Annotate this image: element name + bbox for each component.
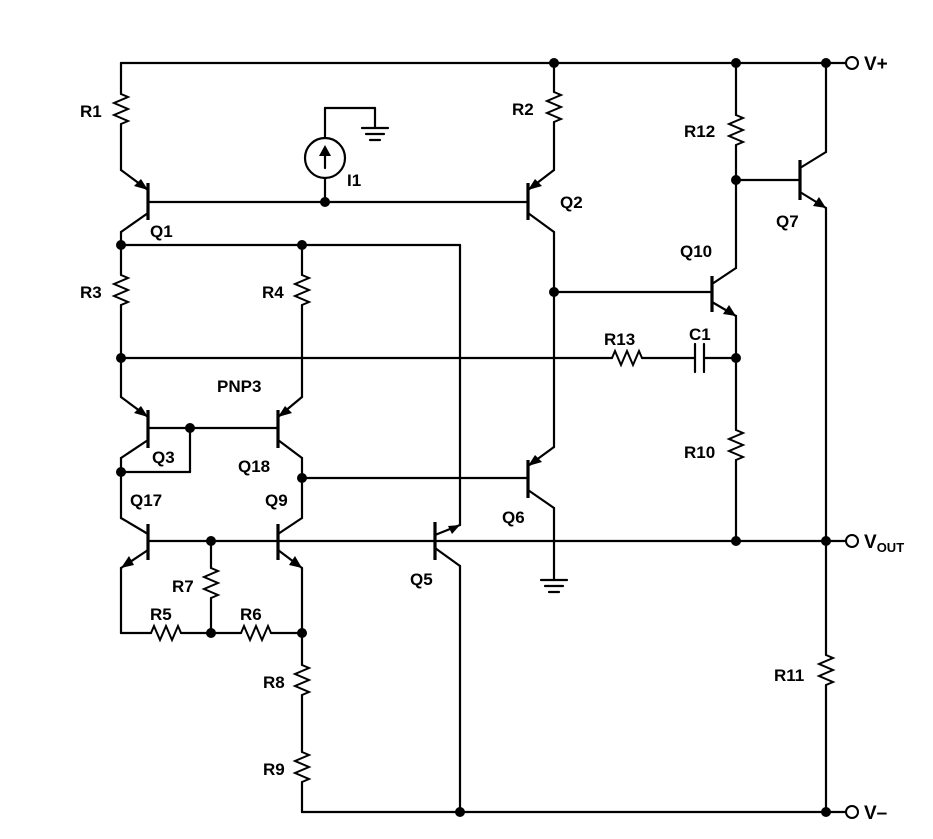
resistor-r11 (816, 654, 836, 814)
transistor-q1 (119, 168, 150, 247)
terminal-vout-label: VOUT (864, 532, 904, 555)
label-r3: R3 (80, 283, 102, 302)
resistor-r13 (611, 348, 697, 368)
label-q10: Q10 (680, 242, 712, 261)
component-labels: R1 R2 R3 R4 R5 R6 R7 R8 R9 R10 R11 R12 R… (80, 100, 804, 779)
label-q18: Q18 (238, 457, 270, 476)
label-r9: R9 (263, 760, 285, 779)
label-r4: R4 (262, 283, 284, 302)
resistor-r9 (292, 751, 312, 814)
label-q6: Q6 (502, 508, 525, 527)
label-r11: R11 (774, 666, 804, 685)
label-r7: R7 (172, 577, 194, 596)
label-q9: Q9 (265, 491, 288, 510)
label-r6: R6 (240, 605, 262, 624)
transistor-q3 (119, 395, 150, 474)
terminal-vout-main: V (864, 532, 877, 553)
label-r2: R2 (512, 100, 534, 119)
label-q7: Q7 (776, 212, 799, 231)
resistor-r12 (726, 61, 746, 270)
ground-icon (360, 126, 390, 142)
transistor-q17 (119, 470, 150, 635)
transistor-q7 (798, 61, 828, 657)
transistor-q6 (526, 445, 556, 582)
terminal-vplus: V+ (845, 54, 888, 75)
resistor-r8 (292, 631, 312, 754)
resistor-r10 (726, 429, 746, 543)
label-q1: Q1 (150, 222, 173, 241)
resistor-r4 (292, 243, 312, 399)
label-pnp3: PNP3 (217, 377, 261, 396)
terminal-vout-sub: OUT (877, 540, 905, 555)
label-r8: R8 (263, 673, 285, 692)
resistor-r3 (111, 243, 131, 399)
terminal-vminus: V– (845, 803, 887, 824)
resistor-r2 (544, 61, 564, 172)
label-c1: C1 (689, 325, 711, 344)
label-r5: R5 (150, 605, 172, 624)
label-q5: Q5 (410, 570, 433, 589)
current-source-i1 (303, 106, 377, 204)
resistor-r1 (111, 61, 131, 172)
terminal-vplus-label: V+ (864, 54, 888, 75)
terminal-vout: VOUT (845, 532, 904, 555)
label-r12: R12 (684, 122, 715, 141)
junction-dots (116, 58, 831, 817)
transistor-q2 (526, 168, 556, 449)
transistor-q18 (276, 395, 304, 480)
label-q17: Q17 (130, 491, 162, 510)
terminal-vminus-label: V– (864, 803, 887, 824)
label-r10: R10 (684, 443, 715, 462)
resistor-r5 (119, 623, 213, 643)
label-q2: Q2 (560, 193, 583, 212)
label-i1: I1 (347, 171, 361, 190)
transistor-q10 (710, 266, 738, 432)
label-r13: R13 (604, 330, 635, 349)
transistor-q5 (433, 522, 462, 814)
label-q3: Q3 (152, 448, 175, 467)
transistor-q9 (276, 476, 304, 635)
ground-icon (539, 578, 569, 594)
label-r1: R1 (80, 102, 102, 121)
resistor-r6 (209, 623, 304, 643)
resistor-r7 (201, 539, 221, 635)
capacitor-c1 (693, 342, 738, 374)
